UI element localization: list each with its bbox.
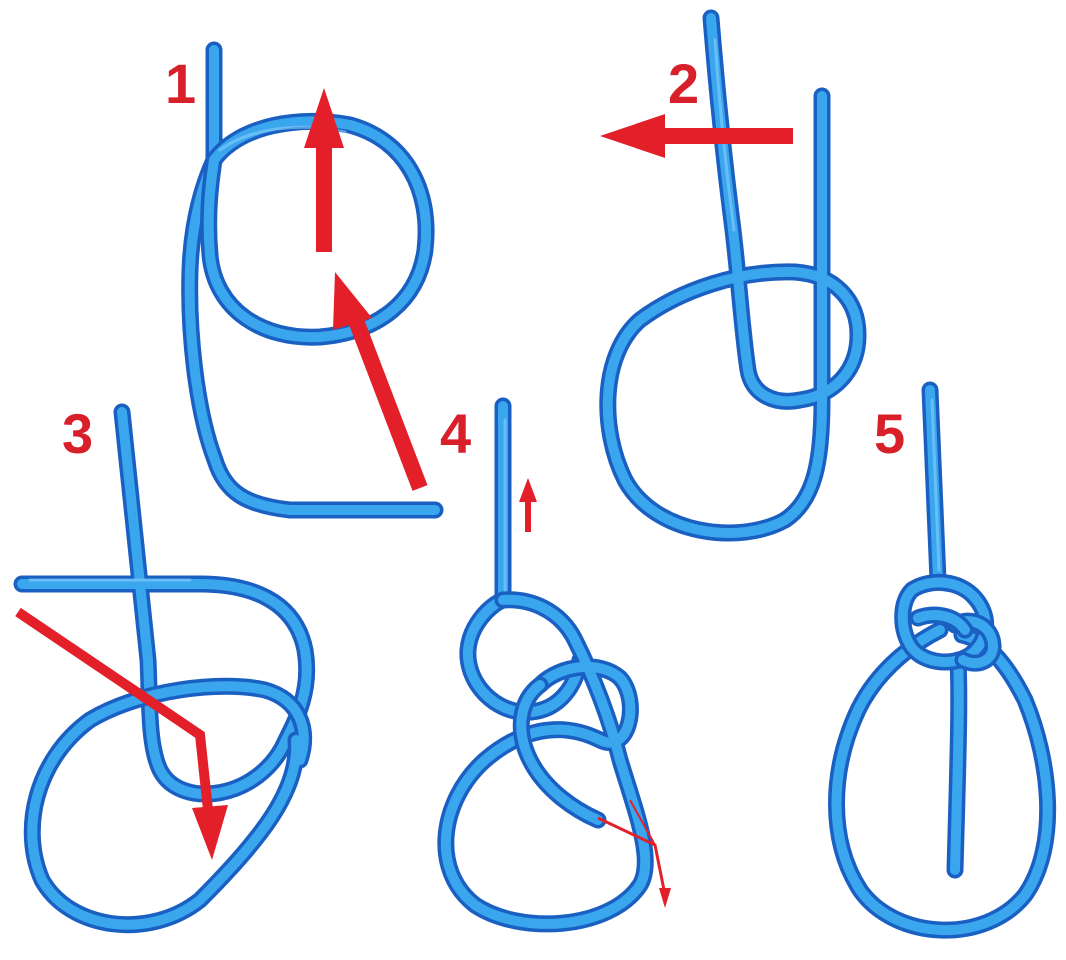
step-1-arrow-up xyxy=(304,88,344,252)
step-4-rope xyxy=(446,406,645,924)
step-4-label: 4 xyxy=(440,402,471,465)
step-3-arrow xyxy=(18,612,228,860)
step-2-label: 2 xyxy=(668,52,699,115)
step-5-rope xyxy=(837,390,1048,930)
step-3-label: 3 xyxy=(62,402,93,465)
step-2-rope xyxy=(608,18,858,533)
step-2-panel: 2 xyxy=(600,18,858,533)
step-4-panel: 4 xyxy=(440,402,671,924)
step-1-panel: 1 xyxy=(165,50,435,510)
step-5-label: 5 xyxy=(874,402,905,465)
step-4-arrow-up xyxy=(519,478,537,532)
step-2-arrow-left xyxy=(600,114,793,158)
step-1-label: 1 xyxy=(165,52,196,115)
step-3-rope xyxy=(22,412,307,925)
step-3-panel: 3 xyxy=(18,402,307,925)
step-5-panel: 5 xyxy=(837,390,1048,930)
